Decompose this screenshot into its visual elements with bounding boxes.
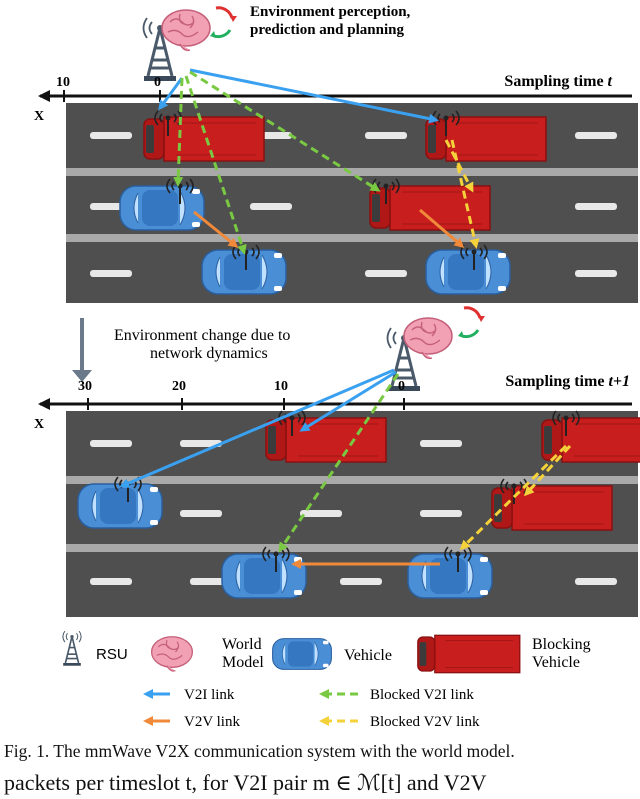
bottom-v2i-link-2 [299, 370, 397, 432]
legend-vehicle-icon [272, 638, 332, 670]
top-blocked-v2i-link-3 [189, 70, 381, 192]
top-v2v-link-1 [193, 210, 239, 248]
legend-blocking-label-line2: Vehicle [532, 654, 580, 671]
bottom-axis-letter: X [34, 417, 44, 432]
top-car-lane3-right [425, 249, 511, 295]
top-truck-lane1-left [143, 116, 265, 162]
legend: RSU World Model Vehicle Blocking Vehicle… [62, 630, 591, 730]
top-axis-letter: X [34, 109, 44, 124]
body-text-line: packets per timeslot t, for V2I pair m ∈… [4, 770, 487, 795]
top-blocked-v2i-link-1 [173, 77, 184, 187]
figure-caption: Fig. 1. The mmWave V2X communication sys… [4, 741, 515, 761]
bottom-tick-label-20: 20 [172, 379, 186, 394]
top-car-lane2 [119, 185, 205, 231]
top-lane-divider-2 [66, 234, 638, 242]
bottom-cycle-arrows-icon [456, 306, 487, 340]
bottom-car-lane3-left [221, 553, 307, 599]
bottom-blocked-v2i-link [278, 373, 400, 553]
top-tick-label-10: 10 [56, 75, 70, 90]
bottom-v2i-link-1 [119, 368, 395, 488]
legend-blocking-label-line1: Blocking [532, 636, 591, 653]
legend-world-model-label-line2: Model [222, 654, 264, 671]
top-v2i-link-1 [158, 77, 184, 111]
legend-vehicle-label: Vehicle [344, 647, 392, 664]
top-v2i-link-2 [189, 68, 439, 124]
top-brain-label-line2: prediction and planning [250, 22, 404, 38]
bottom-truck-lane1-middle [265, 417, 387, 463]
top-world-model-brain-icon [161, 9, 211, 52]
transition-label-line2: network dynamics [150, 345, 268, 362]
bottom-panel: 30 20 10 0 X Sampling time t+1 [34, 306, 640, 617]
bottom-truck-lane2-right [491, 485, 613, 531]
top-blocked-v2i-link-2 [184, 75, 247, 255]
bottom-lane-marks [90, 440, 617, 585]
transition-arrow-head [72, 370, 92, 382]
legend-v2i-label: V2I link [184, 687, 235, 703]
top-blocked-v2v-link-1 [444, 139, 474, 193]
legend-blocked-v2v-label: Blocked V2V link [370, 714, 480, 730]
legend-v2v-label: V2V link [184, 714, 240, 730]
legend-world-model-label-line1: World [222, 636, 262, 653]
transition-label-line1: Environment change due to [114, 327, 290, 344]
top-cycle-arrows-icon [208, 6, 239, 40]
bottom-tick-label-10: 10 [274, 379, 288, 394]
bottom-world-model-brain-icon [403, 317, 453, 360]
top-panel: Environment perception, prediction and p… [34, 4, 638, 303]
top-brain-label-line1: Environment perception, [250, 4, 411, 20]
bottom-blocked-v2v-link-2 [459, 444, 568, 551]
top-tick-label-0: 0 [154, 75, 161, 90]
bottom-car-lane2-left [77, 483, 163, 529]
bottom-lane-divider-2 [66, 544, 638, 552]
legend-blocked-v2i-label: Blocked V2I link [370, 687, 474, 703]
bottom-car-lane3-right [407, 553, 493, 599]
legend-world-model-icon [150, 636, 194, 672]
legend-rsu-icon [62, 630, 82, 667]
top-lane-divider-1 [66, 168, 638, 176]
bottom-blocked-v2v-link-1 [523, 444, 572, 497]
top-car-lane3-left [201, 249, 287, 295]
top-blocked-v2v-link-2 [450, 139, 480, 249]
bottom-tick-label-30: 30 [78, 379, 92, 394]
legend-rsu-label: RSU [96, 646, 128, 663]
bottom-lane-divider-1 [66, 476, 638, 484]
top-v2v-link-2 [419, 208, 465, 248]
bottom-sampling-label: Sampling time t+1 [505, 373, 630, 390]
legend-blocking-vehicle-icon [417, 634, 521, 674]
bottom-tick-label-0: 0 [398, 379, 405, 394]
top-truck-lane1-right [425, 116, 547, 162]
top-sampling-label: Sampling time t [504, 73, 612, 90]
